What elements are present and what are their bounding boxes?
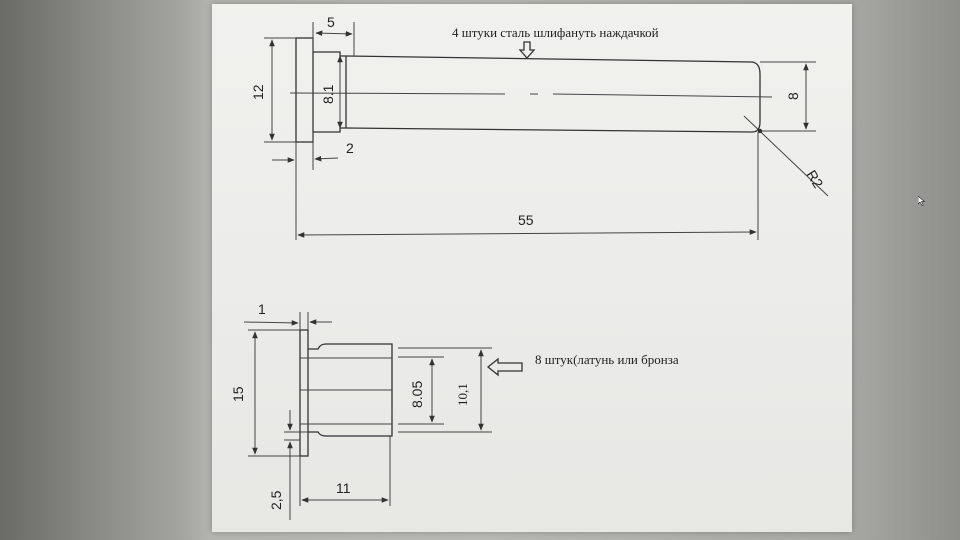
mouse-cursor-icon xyxy=(918,196,926,206)
drawing-sheet xyxy=(212,4,852,532)
dim-outer-diameter: 10,1 xyxy=(455,383,470,406)
pin-centerline xyxy=(289,92,506,95)
dim-neck-length: 2 xyxy=(346,140,354,156)
pin-neck xyxy=(313,51,347,133)
dim-end-radius: R2 xyxy=(803,167,826,191)
dim-line-head-width xyxy=(315,30,353,37)
dim-flange-height: 15 xyxy=(230,386,246,402)
radius-point xyxy=(757,128,763,134)
bushing-part: 1 15 2,5 11 8.05 10,1 8 штук(латунь или … xyxy=(230,301,679,520)
pin-centerline-right xyxy=(552,93,773,98)
dim-head-width: 5 xyxy=(327,14,335,30)
pin-part: 5 12 8.1 2 8 R2 55 4 штуки сталь шлифану… xyxy=(250,14,829,240)
dim-head-height: 12 xyxy=(250,84,266,100)
dim-inner-diameter: 8.05 xyxy=(409,381,425,408)
pin-note: 4 штуки сталь шлифануть наждачкой xyxy=(452,25,659,40)
bushing-note: 8 штук(латунь или бронза xyxy=(535,352,679,367)
down-arrow-icon xyxy=(518,41,536,59)
left-arrow-icon xyxy=(486,357,523,377)
dim-flange-thickness: 1 xyxy=(258,301,266,317)
dim-shaft-diameter: 8 xyxy=(785,92,801,100)
dim-total-length: 55 xyxy=(518,212,534,228)
dim-length: 11 xyxy=(336,480,351,496)
dim-neck-diameter: 8.1 xyxy=(320,84,336,104)
radius-leader xyxy=(743,115,829,197)
dim-wall: 2,5 xyxy=(268,490,284,510)
dim-line-total-length xyxy=(297,229,757,238)
bushing-flange xyxy=(299,329,309,457)
pin-shaft xyxy=(345,55,761,133)
dim-line-neck-length-r xyxy=(314,155,339,162)
dim-line-flange-l xyxy=(243,320,299,326)
pin-head xyxy=(295,37,314,143)
